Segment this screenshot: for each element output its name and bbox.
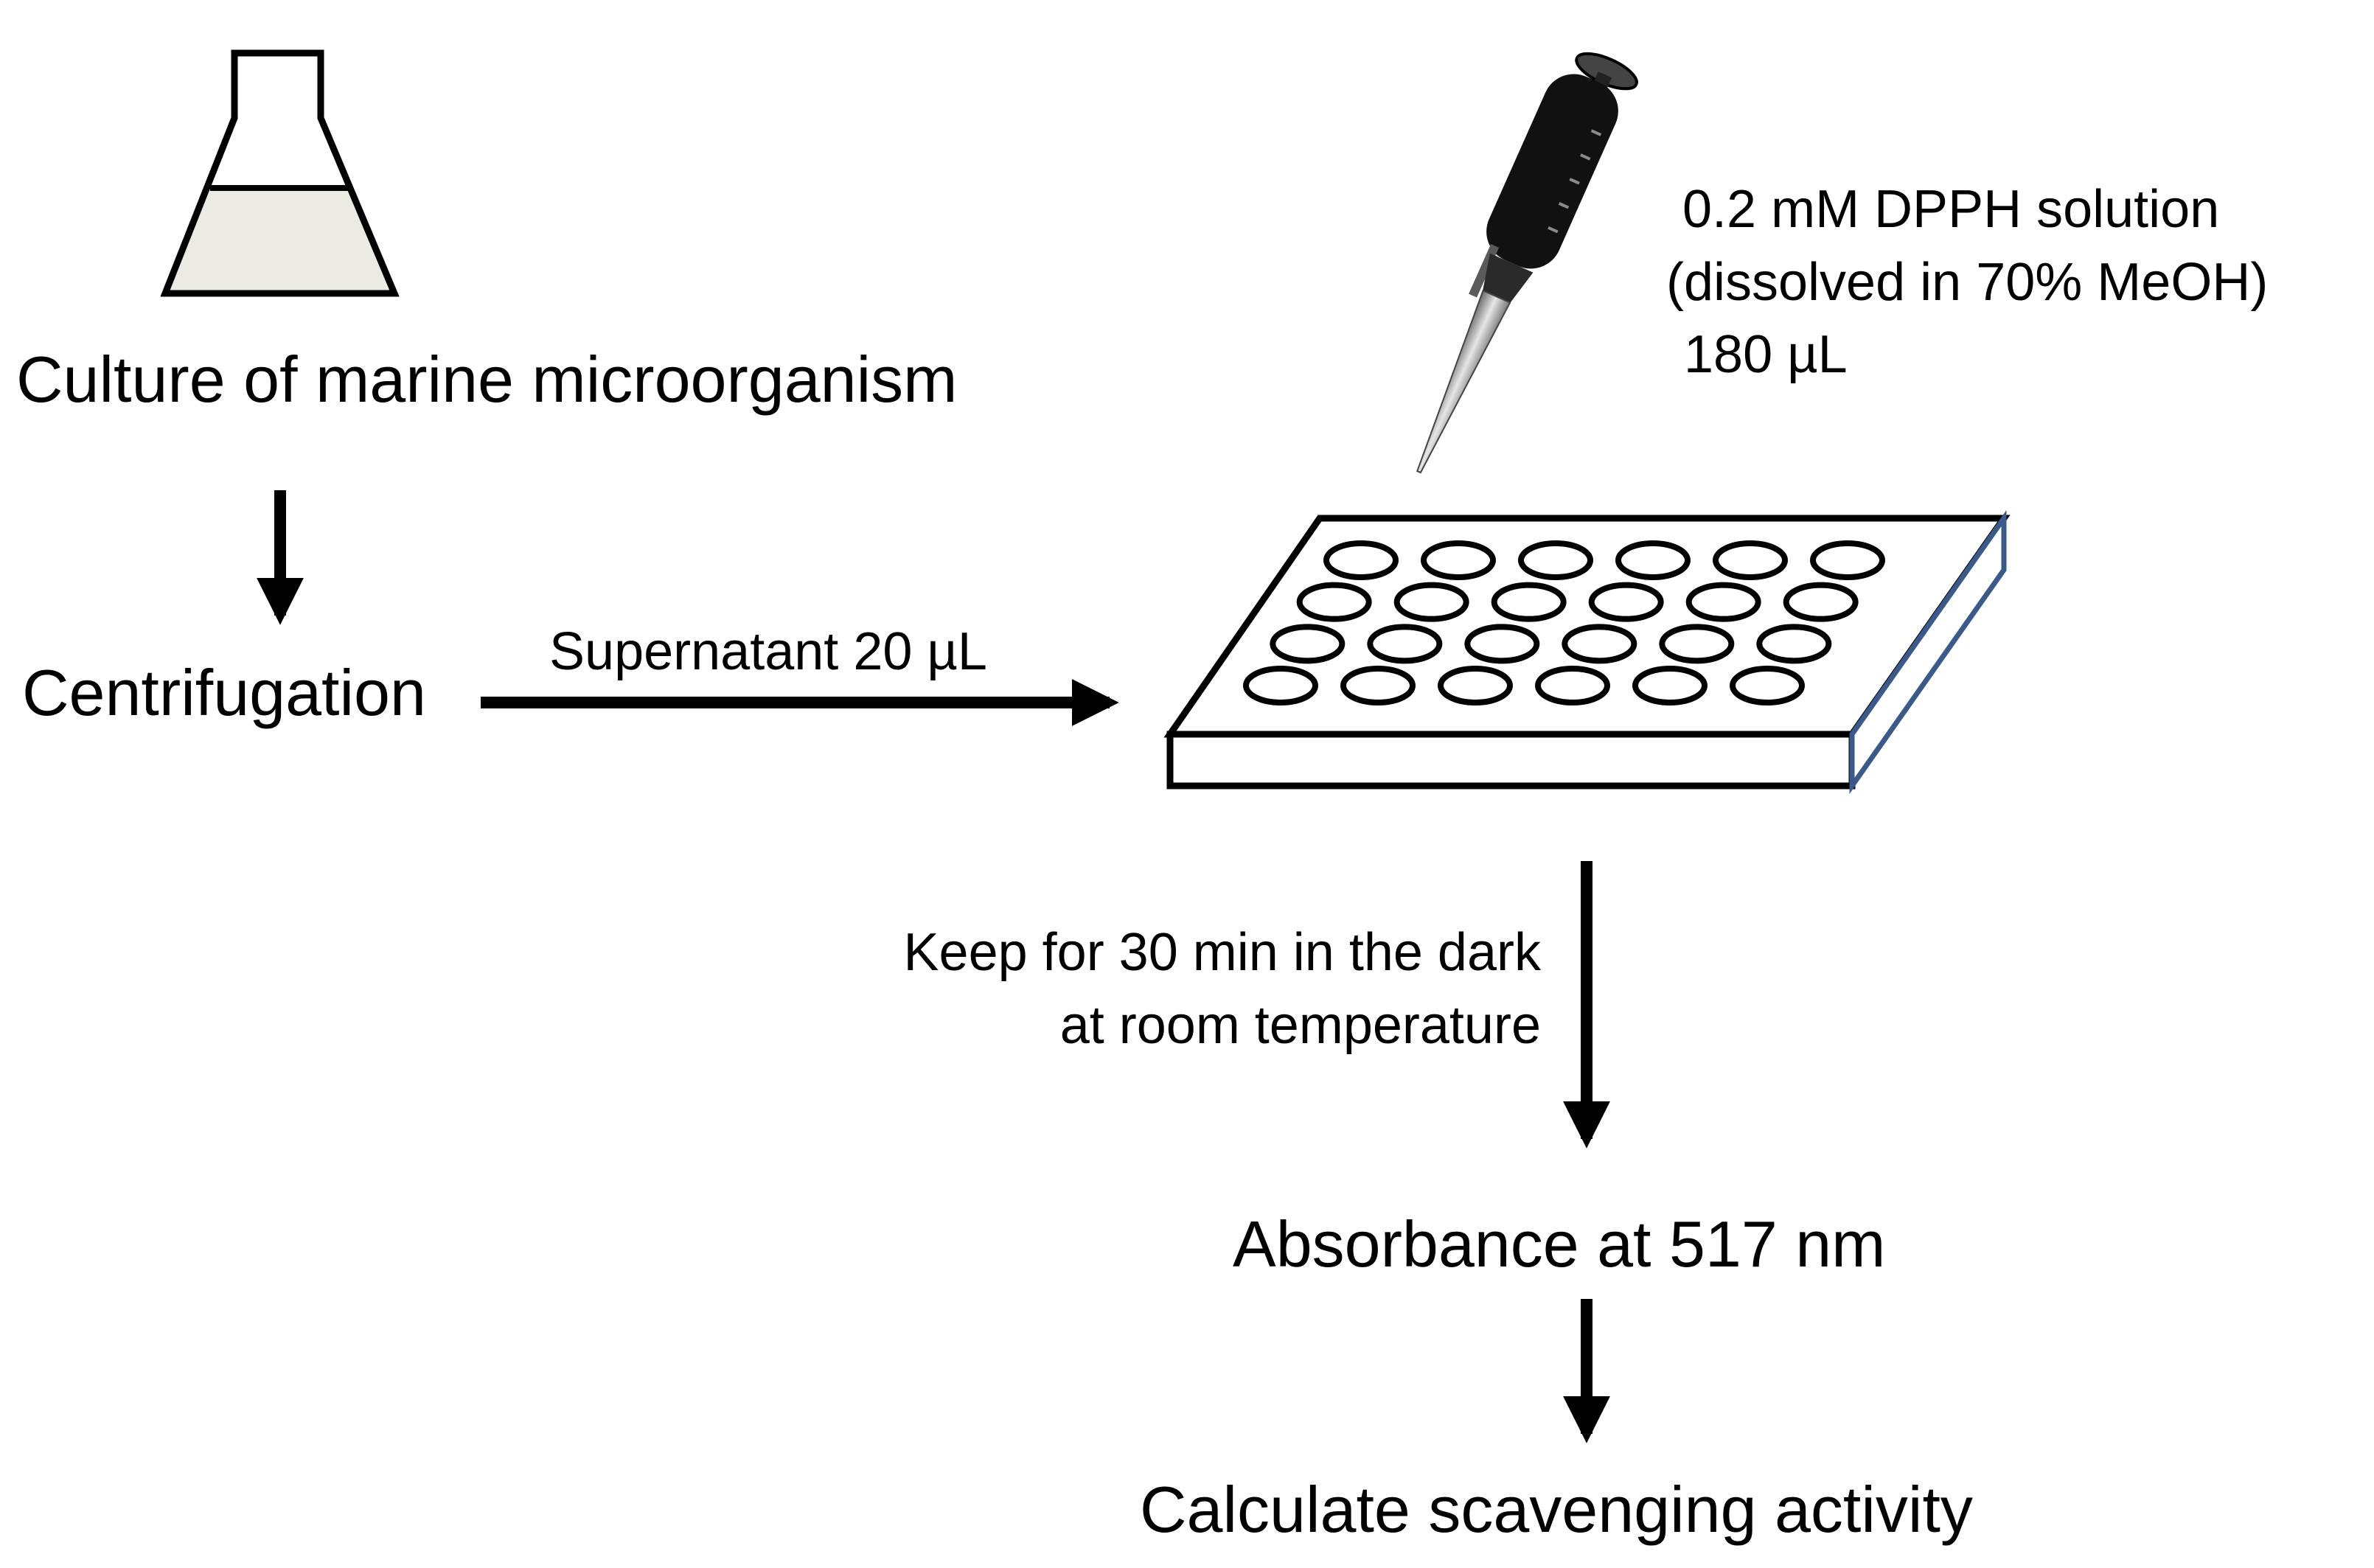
plate-well <box>1659 624 1735 664</box>
pipette-tip <box>1416 289 1511 474</box>
plate-wells <box>1243 540 1885 705</box>
plate-well <box>1323 540 1399 580</box>
plate-well <box>1270 624 1346 664</box>
micropipette-icon <box>1416 52 1638 474</box>
absorbance-label: Absorbance at 517 nm <box>1233 1208 1885 1280</box>
plate-well <box>1562 624 1637 664</box>
culture-label: Culture of marine microorganism <box>16 343 957 416</box>
plate-well <box>1340 666 1416 705</box>
reagent-line-3: 180 µL <box>1684 325 1848 384</box>
plate-well <box>1615 540 1691 580</box>
plate-well <box>1438 666 1513 705</box>
plate-well <box>1367 624 1443 664</box>
plate-well <box>1810 540 1885 580</box>
tip-cone <box>1482 253 1534 304</box>
reagent-line-1: 0.2 mM DPPH solution <box>1682 180 2219 239</box>
volume-tick <box>1548 226 1559 234</box>
plate-well <box>1783 582 1859 622</box>
volume-tick <box>1590 129 1602 136</box>
volume-tick <box>1580 153 1591 161</box>
well-plate-icon <box>1163 509 2011 795</box>
erlenmeyer-flask-icon <box>160 49 400 297</box>
plate-well <box>1421 540 1496 580</box>
plate-well <box>1730 666 1805 705</box>
flask-outline <box>160 49 400 297</box>
volume-tick <box>1558 202 1570 209</box>
incubation-line-2: at room temperature <box>1060 996 1541 1055</box>
plate-side <box>1849 509 2007 795</box>
plate-front <box>1166 731 1856 790</box>
plate-well <box>1393 582 1469 622</box>
incubation-line-1: Keep for 30 min in the dark <box>904 923 1542 982</box>
centrifugation-label: Centrifugation <box>22 656 426 729</box>
plate-well <box>1464 624 1540 664</box>
reagent-line-2: (dissolved in 70% MeOH) <box>1666 253 2268 312</box>
plate-well <box>1296 582 1372 622</box>
plate-well <box>1243 666 1318 705</box>
plate-well <box>1713 540 1788 580</box>
calculate-label: Calculate scavenging activity <box>1140 1473 1973 1546</box>
plate-well <box>1756 624 1832 664</box>
volume-tick <box>1569 178 1580 185</box>
plate-well <box>1685 582 1761 622</box>
plate-well <box>1632 666 1708 705</box>
plate-well <box>1535 666 1610 705</box>
plate-well <box>1518 540 1593 580</box>
flask-liquid <box>165 188 394 293</box>
plate-well <box>1491 582 1567 622</box>
pipette-body <box>1486 74 1618 269</box>
plate-well <box>1588 582 1664 622</box>
supernatant-label: Supernatant 20 µL <box>549 622 987 681</box>
